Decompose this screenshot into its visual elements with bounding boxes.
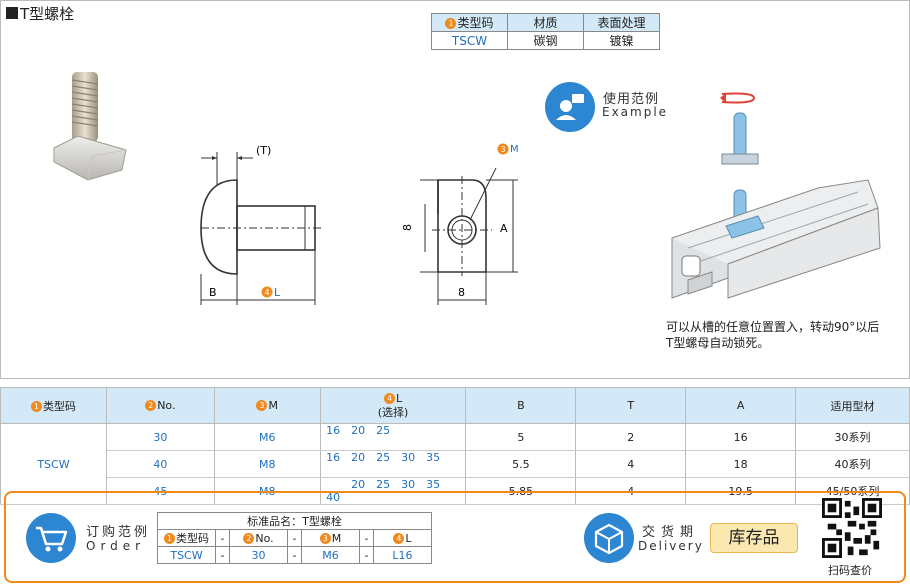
spec-header-t: T [575,387,687,424]
spec-a: 18 [685,450,797,478]
m-dim-number: 3 [500,145,505,154]
spec-profile: 40系列 [795,450,910,478]
a-dim-label: A [500,222,508,235]
front-view-drawing: 8 A 8 3 M [401,143,519,305]
spec-header-b: B [465,387,577,424]
order-sep: - [215,546,230,564]
b-dim-label: B [209,286,217,299]
dim-8-vertical: 8 [401,224,414,231]
usage-note-line1: 可以从槽的任意位置置入，转动90°以后 [666,320,880,334]
t-dim-label: (T) [256,144,271,157]
side-view-drawing: (T) B 4 L [200,144,323,305]
order-sep: - [287,546,302,564]
order-sep: - [359,529,374,547]
m-dim-label: M [510,144,519,155]
order-sep: - [215,529,230,547]
delivery-label-en: Delivery [638,539,704,553]
order-panel [4,491,906,583]
spec-b: 5.5 [465,450,577,478]
spec-b: 5 [465,423,577,451]
example-label-en: Example [602,105,669,119]
prop-header-finish: 表面处理 [583,13,660,32]
usage-note-line2: T型螺母自动锁死。 [666,336,770,350]
order-l-value: L16 [373,546,432,564]
l-dim-number: 4 [264,288,269,297]
prop-header-material: 材质 [507,13,584,32]
order-no-value: 30 [229,546,288,564]
spec-no: 30 [105,423,215,451]
order-sep: - [287,529,302,547]
cart-icon [26,513,76,563]
spec-t: 2 [575,423,687,451]
order-label-en: Order [86,539,146,553]
title-marker [6,7,18,19]
spec-m: M8 [213,450,321,478]
prop-type-code: TSCW [431,31,508,50]
qr-code[interactable] [822,498,882,558]
spec-a: 16 [685,423,797,451]
order-type-value: TSCW [157,546,216,564]
order-sep: - [359,546,374,564]
product-photo [53,72,127,181]
prop-finish: 镀镍 [583,31,660,50]
qr-label: 扫码查价 [828,564,872,577]
prop-material: 碳钢 [507,31,584,50]
spec-no: 40 [105,450,215,478]
spec-profile: 30系列 [795,423,910,451]
order-label: 订购范例 [86,525,151,540]
l-dim-label: L [274,286,281,299]
dim-8-horizontal: 8 [458,286,465,299]
usage-illustration [671,92,881,299]
order-m-value: M6 [301,546,360,564]
order-std-name: 标准品名：T型螺栓 [157,512,432,530]
usage-note: 可以从槽的任意位置置入，转动90°以后 T型螺母自动锁死。 [666,319,906,351]
example-label: 使用范例 [603,92,660,107]
spec-t: 4 [575,450,687,478]
stock-badge: 库存品 [710,523,798,553]
page-title: T型螺栓 [20,5,75,23]
delivery-box-icon [584,513,634,563]
delivery-label: 交货期 [642,525,700,540]
spec-header-a: A [685,387,797,424]
example-icon [545,82,595,132]
spec-m: M6 [213,423,321,451]
spec-header-profile: 适用型材 [795,387,910,424]
